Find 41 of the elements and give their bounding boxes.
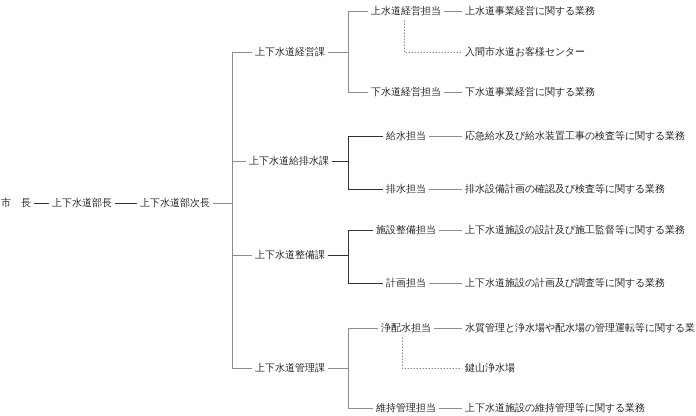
connector-line bbox=[114, 203, 138, 204]
duty-label: 水質管理と浄水場や配水場の管理運転等に関する業 bbox=[465, 322, 695, 334]
connector-line bbox=[438, 408, 462, 409]
post-label: 市 長 bbox=[1, 196, 31, 210]
duty-label: 応急給水及び給水装置工事の検査等に関する業務 bbox=[465, 130, 685, 142]
post-label: 上下水道部長 bbox=[52, 196, 112, 210]
division-label: 上下水道給排水課 bbox=[249, 154, 329, 168]
duty-label: 上下水道施設の計画及び調査等に関する業務 bbox=[465, 276, 665, 290]
section-label: 浄配水担当 bbox=[381, 322, 431, 334]
duty-label: 排水設備計画の確認及び検査等に関する業務 bbox=[465, 182, 665, 196]
section-label: 下水道経営担当 bbox=[371, 86, 441, 98]
connector-line bbox=[212, 203, 252, 369]
connector-line bbox=[438, 230, 462, 231]
section-label: 排水担当 bbox=[386, 182, 426, 196]
duty-label: 上下水道施設の維持管理等に関する業務 bbox=[465, 402, 645, 414]
connector-line bbox=[428, 189, 462, 190]
duty-label: 上下水道施設の設計及び施工監督等に関する業務 bbox=[465, 224, 685, 236]
section-label: 維持管理担当 bbox=[376, 402, 436, 414]
section-label: 施設整備担当 bbox=[376, 224, 436, 236]
division-label: 上下水道整備課 bbox=[255, 248, 325, 262]
connector-line bbox=[328, 52, 368, 93]
connector-line bbox=[444, 92, 462, 93]
connector-line bbox=[34, 203, 50, 204]
section-label: 給水担当 bbox=[386, 130, 426, 142]
dotted-connector bbox=[402, 337, 462, 369]
division-label: 上下水道経営課 bbox=[255, 46, 325, 58]
connector-line bbox=[428, 136, 462, 137]
dotted-connector bbox=[404, 20, 462, 53]
office-label: 入間市水道お客様センター bbox=[465, 46, 585, 58]
connector-line bbox=[444, 11, 462, 12]
post-label: 上下水道部次長 bbox=[140, 196, 210, 210]
duty-label: 上水道事業経営に関する業務 bbox=[465, 4, 595, 18]
office-label: 鍵山浄水場 bbox=[465, 362, 515, 374]
section-label: 計画担当 bbox=[386, 276, 426, 290]
connector-line bbox=[434, 328, 462, 329]
connector-line bbox=[428, 283, 462, 284]
division-label: 上下水道管理課 bbox=[255, 362, 325, 374]
section-label: 上水道経営担当 bbox=[371, 4, 441, 18]
connector-line bbox=[332, 161, 384, 190]
connector-line bbox=[328, 255, 384, 284]
duty-label: 下水道事業経営に関する業務 bbox=[465, 86, 595, 98]
